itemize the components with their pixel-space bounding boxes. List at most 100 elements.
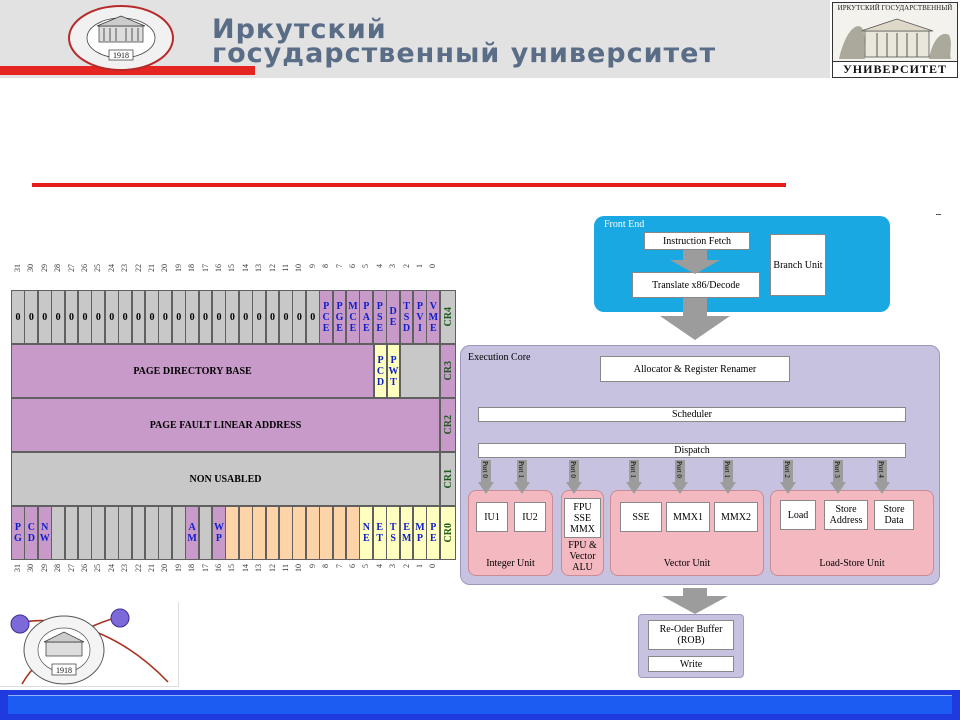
port-label: Port 4	[877, 461, 885, 478]
bit-number: 13	[254, 564, 264, 572]
cr0-pg-flag: P G	[11, 506, 25, 560]
bit-number: 23	[120, 264, 130, 272]
bit-number: 19	[173, 264, 183, 272]
bit-number: 7	[334, 264, 344, 268]
bit-number: 24	[106, 564, 116, 572]
cr1-label: CR1	[442, 469, 454, 489]
cr0-cd-flag: C D	[24, 506, 39, 560]
cr0-reserved-bit	[145, 506, 159, 560]
bit-number: 17	[200, 264, 210, 272]
cr4-zero-bit: 0	[118, 290, 133, 344]
header-title: Иркутский государственный университет	[212, 16, 716, 67]
port-label: Port 0	[675, 461, 683, 478]
cr0-reserved-bit	[158, 506, 173, 560]
cr3-pcd-flag: P C D	[374, 344, 387, 398]
cr4-zero-bit: 0	[305, 290, 320, 344]
bit-number: 30	[26, 264, 36, 272]
cr3-label: CR3	[442, 361, 454, 381]
bit-number: 30	[26, 564, 36, 572]
write-box: Write	[648, 656, 734, 672]
cr0-am-flag: A M	[185, 506, 200, 560]
fpu-sse-mmx-box: FPU SSE MMX	[564, 498, 601, 538]
bit-number: 17	[200, 564, 210, 572]
bit-number: 31	[13, 564, 22, 572]
bit-number: 21	[147, 564, 156, 572]
bit-number: 12	[267, 264, 277, 272]
port-arrow: Port 3	[830, 460, 846, 494]
bit-number: 13	[254, 264, 264, 272]
cr0-reserved-bit	[332, 506, 347, 560]
port-arrow: Port 1	[720, 460, 736, 494]
dispatch-bar: Dispatch	[478, 443, 906, 458]
footer-bar-highlight	[8, 695, 952, 714]
bit-number: 23	[120, 564, 130, 572]
bit-number: 10	[294, 264, 304, 272]
iu2-box: IU2	[514, 502, 546, 532]
execution-core-label: Execution Core	[468, 352, 531, 363]
bit-number: 21	[147, 264, 156, 272]
cr4-zero-bit: 0	[91, 290, 106, 344]
cr4-zero-bit: 0	[11, 290, 25, 344]
cr4-zero-bit: 0	[252, 290, 267, 344]
allocator-renamer-box: Allocator & Register Renamer	[600, 356, 790, 382]
bit-number: 20	[160, 264, 170, 272]
bit-number: 28	[53, 264, 63, 272]
bit-number: 10	[294, 564, 304, 572]
cr4-zero-bit: 0	[64, 290, 79, 344]
port-arrow: Port 4	[874, 460, 890, 494]
instruction-fetch-box: Instruction Fetch	[644, 232, 750, 250]
port-label: Port 1	[723, 461, 731, 478]
bit-number: 7	[334, 564, 344, 568]
integer-unit-label: Integer Unit	[486, 558, 535, 569]
right-logo-caption: ИРКУТСКИЙ ГОСУДАРСТВЕННЫЙ	[837, 4, 953, 12]
cr4-zero-bit: 0	[131, 290, 146, 344]
rob-box: Re-Oder Buffer (ROB)	[648, 620, 734, 650]
bit-number: 11	[281, 564, 290, 572]
cr4-label: CR4	[442, 307, 454, 327]
bit-number: 8	[321, 264, 331, 268]
cr4-flag-bit: P A E	[359, 290, 374, 344]
cr4-zero-bit: 0	[185, 290, 200, 344]
bit-number: 4	[374, 564, 384, 568]
cr0-reserved-bit	[238, 506, 253, 560]
bit-number: 6	[348, 564, 357, 568]
cr2-label: CR2	[442, 415, 454, 435]
cr4-flag-bit: M C E	[346, 290, 360, 344]
cr4-flag-bit: P V I	[413, 290, 427, 344]
control-registers-table: PAGE DIRECTORY BASE P C D P W T CR3 PAGE…	[11, 262, 456, 589]
port-arrow: Port 0	[478, 460, 494, 494]
bit-number: 5	[361, 264, 371, 268]
cr0-reserved-bit	[171, 506, 186, 560]
bit-number: 15	[227, 564, 237, 572]
cr4-flag-bit: D E	[386, 290, 401, 344]
rob-arrow	[662, 588, 728, 614]
port-label: Port 2	[783, 461, 791, 478]
store-data-box: Store Data	[874, 500, 914, 530]
cr4-zero-bit: 0	[238, 290, 253, 344]
cr0-reserved-bit	[319, 506, 334, 560]
bit-number: 28	[53, 564, 63, 572]
bit-number: 16	[214, 564, 223, 572]
bit-number: 27	[66, 564, 76, 572]
cr0-reserved-bit	[118, 506, 133, 560]
cr3-pwt-flag: P W T	[387, 344, 400, 398]
bit-number: 1	[415, 264, 424, 268]
bit-number: 0	[428, 564, 438, 568]
cr4-flag-bit: P S E	[372, 290, 387, 344]
cr0-reserved-bit	[265, 506, 280, 560]
bit-number: 2	[401, 564, 411, 568]
bit-number: 3	[388, 264, 398, 268]
fetch-arrow	[670, 250, 720, 274]
front-end-label: Front End	[604, 219, 645, 230]
cr0-et-flag: E T	[372, 506, 387, 560]
bit-number: 6	[348, 264, 357, 268]
cr4-flag-bit: P C E	[319, 290, 334, 344]
bit-number: 5	[361, 564, 371, 568]
mmx1-box: MMX1	[666, 502, 710, 532]
cr4-zero-bit: 0	[198, 290, 213, 344]
iu1-box: IU1	[476, 502, 508, 532]
bit-number: 11	[281, 264, 290, 272]
cr0-label-cell: CR0	[440, 506, 456, 560]
bit-number: 24	[106, 264, 116, 272]
cr3-page-directory-base: PAGE DIRECTORY BASE	[11, 344, 374, 398]
